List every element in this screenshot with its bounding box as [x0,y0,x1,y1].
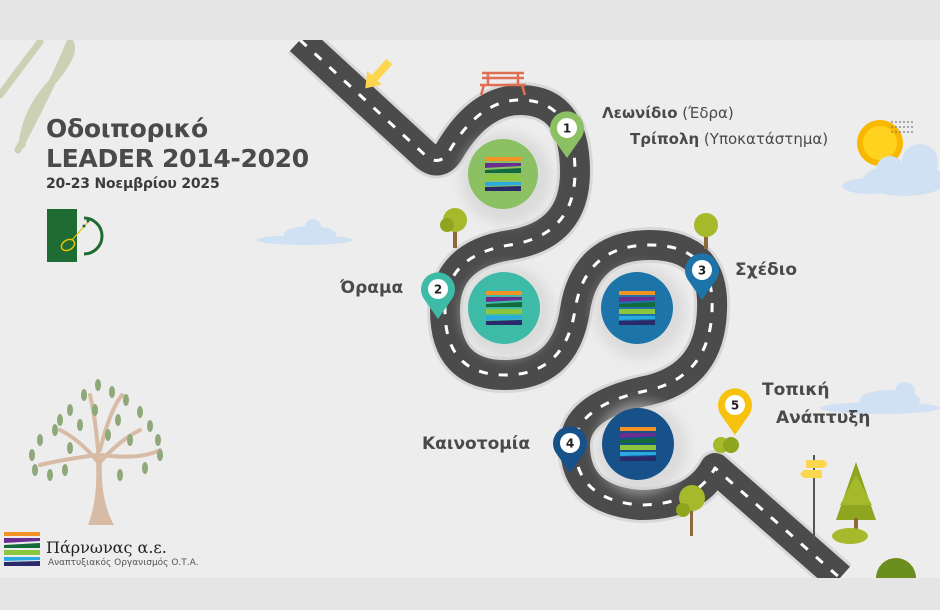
tree-icon [676,485,705,536]
location-name: Λεωνίδιο [602,104,678,122]
stop-2-label: Όραμα [340,278,404,298]
tree-icon [694,213,718,249]
swirl-decoration [0,40,75,154]
location-name: Τρίπολη [630,130,700,148]
event-date: 20-23 Νοεμβρίου 2025 [46,176,220,192]
bush-icon [713,437,739,453]
cloud-icon [820,382,940,414]
svg-text:4: 4 [566,437,574,451]
page-subtitle: LEADER 2014-2020 [46,144,309,173]
roadmap-illustration: 1 2 3 4 5 [0,40,940,578]
sun-icon [857,120,913,166]
pin-1-icon: 1 [550,111,584,158]
bush-icon [876,558,916,578]
signpost-icon [800,455,828,540]
organization-subtitle: Αναπτυξιακός Οργανισμός Ο.Τ.Α. [48,558,199,568]
pin-3-icon: 3 [685,253,719,300]
svg-text:5: 5 [731,399,739,413]
leader-logo-icon [47,209,104,262]
circle-stop-1 [468,139,538,209]
pine-tree-icon [832,462,876,544]
page-title: Οδοιπορικό [46,114,208,143]
svg-text:3: 3 [698,264,706,278]
slide-canvas: 1 2 3 4 5 [0,40,940,578]
stop-1-label-primary: Λεωνίδιο (Έδρα) [602,104,734,122]
tree-icon [440,208,467,248]
top-frame [0,0,940,40]
bench-icon [479,71,527,96]
pin-5-icon: 5 [718,388,752,435]
bottom-frame [0,578,940,610]
stop-3-label: Σχέδιο [735,260,798,280]
parnonas-logo-icon [4,532,40,566]
stop-1-label-secondary: Τρίπολη (Υποκατάστημα) [630,130,828,148]
stop-5-label-line1: Τοπική [762,380,830,400]
organization-name: Πάρνωνας α.ε. [46,538,167,557]
olive-tree-icon [29,379,163,525]
circle-stop-4 [602,408,674,480]
cloud-icon [842,144,940,196]
circle-stop-3 [601,272,673,344]
location-role: (Υποκατάστημα) [699,130,829,148]
arrow-icon [365,58,393,89]
cloud-icon [257,219,353,245]
location-role: (Έδρα) [677,104,734,122]
title-block: Οδοιπορικό LEADER 2014-2020 20-23 Νοεμβρ… [46,114,309,192]
svg-text:2: 2 [434,283,442,297]
stop-4-label: Καινοτομία [422,434,531,454]
svg-text:1: 1 [563,122,571,136]
pin-2-icon: 2 [421,272,455,319]
pin-4-icon: 4 [553,426,587,473]
circle-stop-2 [468,272,540,344]
stop-5-label-line2: Ανάπτυξη [776,408,871,428]
